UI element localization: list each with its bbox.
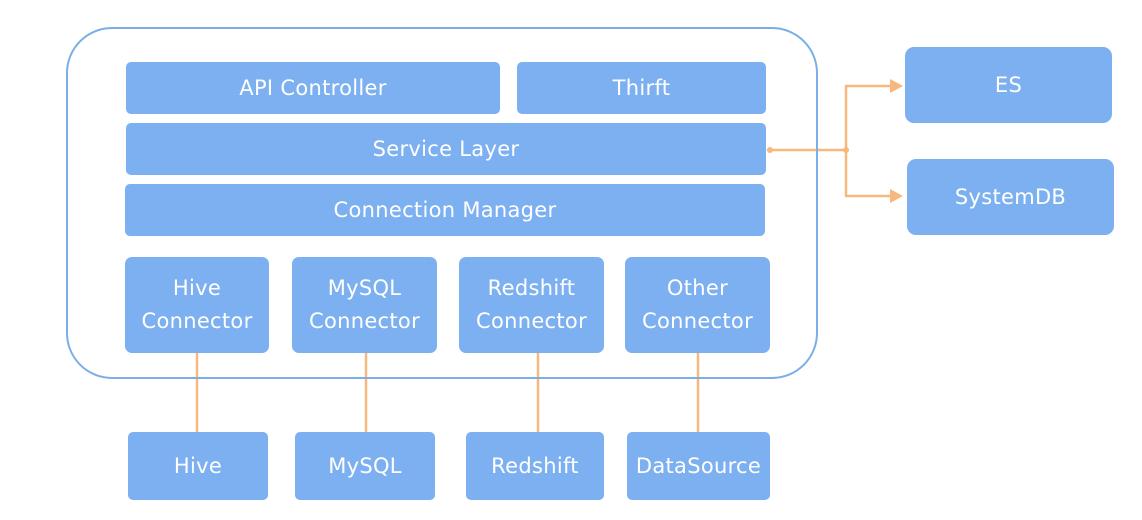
hive-datasource-box: Hive xyxy=(128,432,268,500)
arrow-to-es-icon xyxy=(890,79,903,93)
api-controller-box: API Controller xyxy=(126,62,500,114)
other-connector-label: Other Connector xyxy=(641,276,753,333)
other-connector-box: Other Connector xyxy=(625,257,770,353)
hive-connector-box: Hive Connector xyxy=(125,257,269,353)
connection-manager-box: Connection Manager xyxy=(125,184,765,236)
thrift-box: Thirft xyxy=(517,62,766,114)
service-layer-box: Service Layer xyxy=(126,123,766,175)
systemdb-label: SystemDB xyxy=(954,184,1067,209)
redshift-connector-box: Redshift Connector xyxy=(459,257,604,353)
other-datasource-box: DataSource xyxy=(627,432,770,500)
mysql-connector-label: MySQL Connector xyxy=(308,276,420,333)
other-datasource-label: DataSource xyxy=(635,453,762,478)
redshift-datasource-box: Redshift xyxy=(466,432,604,500)
mysql-datasource-box: MySQL xyxy=(295,432,435,500)
es-box: ES xyxy=(905,47,1112,123)
service-to-systemdb-line xyxy=(844,148,902,198)
connection-manager-label: Connection Manager xyxy=(333,197,557,222)
systemdb-box: SystemDB xyxy=(907,159,1114,235)
redshift-connector-label: Redshift Connector xyxy=(475,276,587,333)
service-port-dot-icon xyxy=(767,147,773,153)
service-to-es-line xyxy=(766,84,902,152)
junction-dot-icon xyxy=(843,147,849,153)
arrow-to-systemdb-icon xyxy=(890,189,903,203)
mysql-datasource-label: MySQL xyxy=(328,453,402,478)
redshift-datasource-label: Redshift xyxy=(491,453,579,478)
es-label: ES xyxy=(994,72,1023,97)
hive-datasource-label: Hive xyxy=(173,453,223,478)
mysql-connector-box: MySQL Connector xyxy=(292,257,437,353)
thrift-label: Thirft xyxy=(612,75,671,100)
service-layer-label: Service Layer xyxy=(372,136,520,161)
hive-connector-label: Hive Connector xyxy=(141,276,253,333)
query-service-container xyxy=(66,27,818,379)
api-controller-label: API Controller xyxy=(239,75,387,100)
